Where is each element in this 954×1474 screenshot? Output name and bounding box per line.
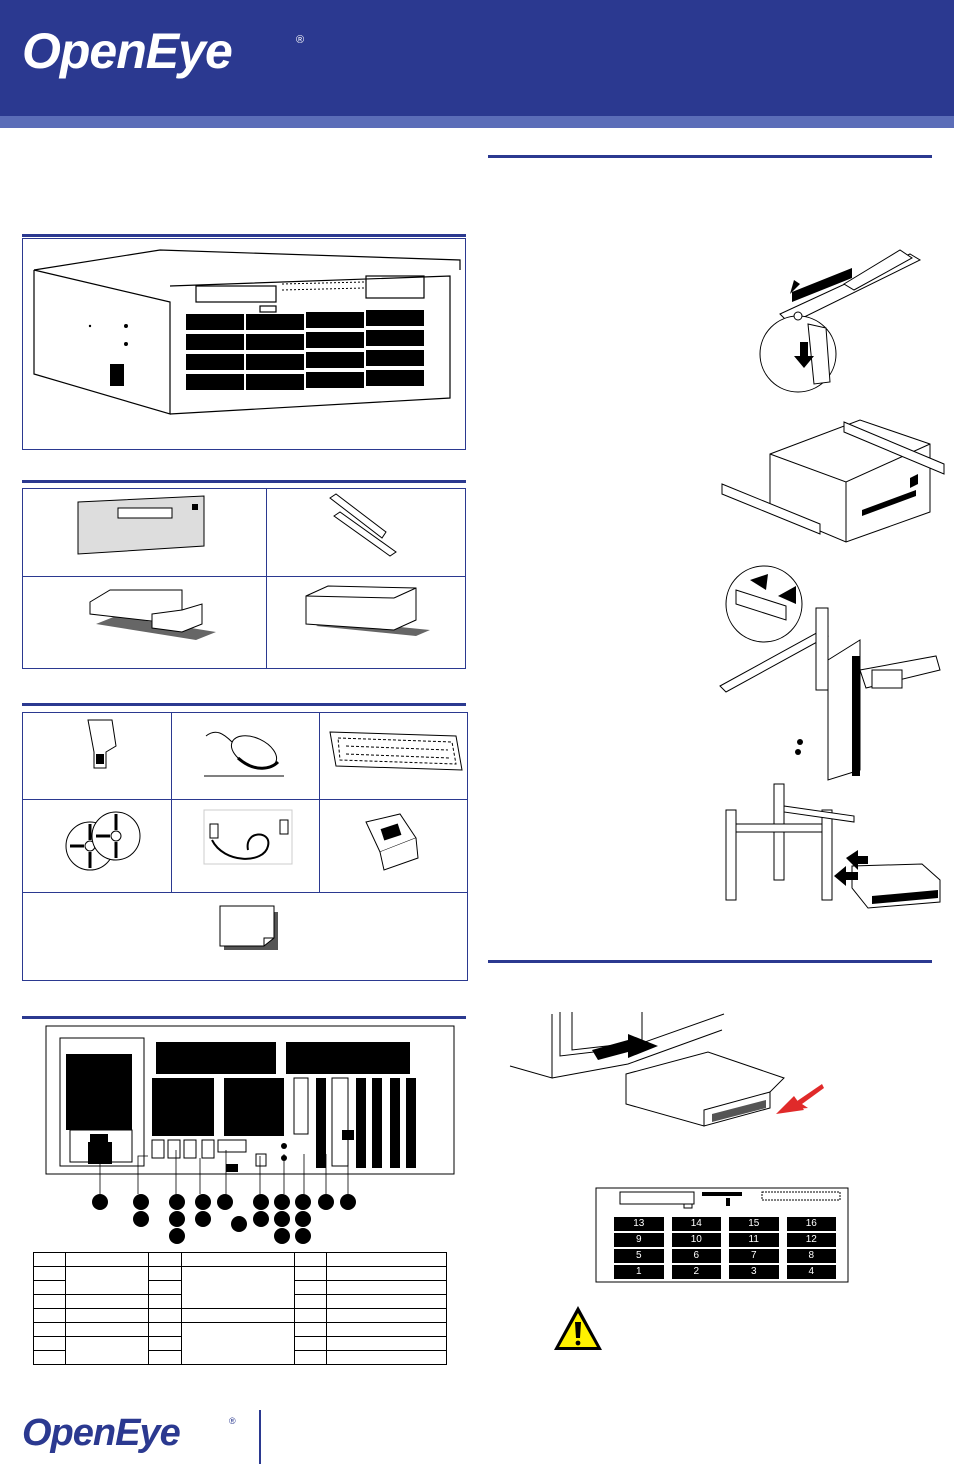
key-icon — [87, 719, 117, 769]
drive-bay-3[interactable]: 3 — [729, 1265, 779, 1279]
rear-callout-13 — [274, 1194, 290, 1210]
table-row — [33, 1350, 447, 1365]
rear-callout-11 — [253, 1194, 269, 1210]
power-cable-icon — [203, 809, 293, 865]
rear-callout-12 — [253, 1211, 269, 1227]
table-row — [33, 1252, 447, 1267]
header-banner — [0, 0, 954, 118]
rack-rail-install-illustration — [719, 565, 941, 781]
footer-divider — [259, 1410, 261, 1464]
components-divider-v1 — [171, 712, 172, 893]
rear-callout-1 — [92, 1194, 108, 1210]
drive-bay-14[interactable]: 14 — [671, 1217, 721, 1231]
footer-registered-mark: ® — [229, 1416, 236, 1426]
table-row — [33, 1308, 447, 1323]
warning-icon — [554, 1306, 602, 1350]
chassis-rail-attach-illustration — [721, 419, 945, 543]
chassis-slide-in-illustration — [725, 783, 941, 909]
rack-rails-illustration — [329, 493, 397, 557]
drive-bay-5[interactable]: 5 — [614, 1249, 664, 1263]
dvr-chassis-illustration — [33, 249, 461, 415]
rear-callout-4 — [169, 1194, 185, 1210]
rear-callout-7 — [195, 1194, 211, 1210]
rear-callout-2 — [133, 1194, 149, 1210]
rear-panel-port-table — [33, 1252, 447, 1365]
openeye-footer-logo: OpenEye — [22, 1412, 181, 1454]
section-rule-accessories — [22, 480, 466, 483]
rear-callout-6 — [169, 1228, 185, 1244]
drive-bay-8[interactable]: 8 — [786, 1249, 836, 1263]
drive-bay-1[interactable]: 1 — [614, 1265, 664, 1279]
mouse-icon — [204, 731, 284, 777]
rear-callout-9 — [217, 1194, 233, 1210]
dvi-adapter-icon — [365, 813, 419, 871]
front-bezel-illustration — [77, 495, 205, 555]
table-row — [33, 1266, 447, 1309]
rear-callout-10 — [231, 1216, 247, 1232]
hard-drive-box-illustration — [89, 589, 216, 640]
rear-callout-14 — [274, 1211, 290, 1227]
drive-bay-4[interactable]: 4 — [786, 1265, 836, 1279]
drive-bay-15[interactable]: 15 — [729, 1217, 779, 1231]
table-row — [33, 1322, 447, 1365]
rear-callout-8 — [195, 1211, 211, 1227]
keyboard-icon — [329, 731, 463, 771]
rear-callout-20 — [340, 1194, 356, 1210]
drive-tray-insert-illustration — [509, 1012, 824, 1127]
section-rule-drive-install — [488, 960, 932, 963]
rear-panel-leader-lines — [99, 1150, 349, 1194]
drive-bay-16[interactable]: 16 — [786, 1217, 836, 1231]
drive-bay-11[interactable]: 11 — [729, 1233, 779, 1247]
drive-bay-2[interactable]: 2 — [671, 1265, 721, 1279]
section-rule-rack-mount — [488, 155, 932, 158]
table-row — [33, 1280, 447, 1295]
rear-callout-3 — [133, 1211, 149, 1227]
table-row — [33, 1336, 447, 1365]
software-discs-icon — [65, 811, 141, 871]
rear-callout-16 — [295, 1194, 311, 1210]
section-rule-system — [22, 234, 466, 237]
drive-bay-13[interactable]: 13 — [614, 1217, 664, 1231]
components-divider-v2 — [319, 712, 320, 893]
components-divider-h2 — [22, 892, 468, 893]
accessories-divider-v — [266, 488, 267, 669]
software-box-illustration — [305, 585, 430, 636]
manual-document-icon — [219, 905, 278, 950]
section-rule-rear-panel — [22, 1016, 466, 1019]
accessories-box — [22, 488, 466, 669]
openeye-logo: OpenEye — [22, 23, 233, 79]
rear-callout-17 — [295, 1211, 311, 1227]
registered-mark: ® — [296, 34, 305, 46]
rail-extension-illustration — [759, 249, 922, 393]
header-accent-strip — [0, 116, 954, 128]
drive-bay-6[interactable]: 6 — [671, 1249, 721, 1263]
accessories-divider-h — [22, 576, 466, 577]
drive-bay-7[interactable]: 7 — [729, 1249, 779, 1263]
rear-callout-19 — [318, 1194, 334, 1210]
drive-bay-12[interactable]: 12 — [786, 1233, 836, 1247]
rear-panel-illustration — [45, 1025, 455, 1175]
section-rule-components — [22, 703, 466, 706]
drive-bay-grid: 13 14 15 16 9 10 11 12 5 6 7 8 1 2 3 4 — [614, 1217, 836, 1279]
rear-callout-18 — [295, 1228, 311, 1244]
components-divider-h1 — [22, 799, 468, 800]
rear-callout-15 — [274, 1228, 290, 1244]
rear-callout-5 — [169, 1211, 185, 1227]
drive-bay-10[interactable]: 10 — [671, 1233, 721, 1247]
drive-bay-9[interactable]: 9 — [614, 1233, 664, 1247]
